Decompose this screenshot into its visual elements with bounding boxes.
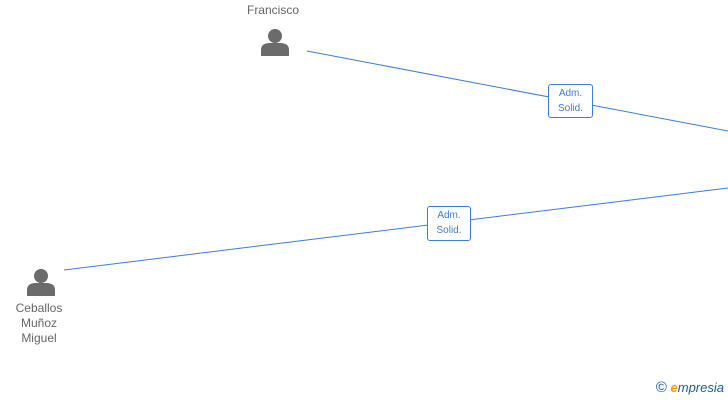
empresia-watermark: © empresia	[656, 379, 724, 396]
copyright-icon: ©	[655, 379, 667, 396]
person-name-line: Muñoz	[20, 316, 58, 330]
person-name-ceballos[interactable]: Ceballos Muñoz Miguel	[0, 301, 78, 346]
relation-label-francisco[interactable]: Adm. Solid.	[548, 84, 593, 118]
person-name-line: Ceballos	[15, 301, 63, 315]
relation-label-line: Solid.	[436, 225, 462, 236]
relation-label-line: Adm.	[437, 210, 461, 221]
person-name-line: Francisco	[246, 3, 299, 17]
relation-label-line: Adm.	[558, 88, 583, 99]
person-name-francisco[interactable]: Francisco	[232, 3, 314, 18]
relation-line-francisco	[306, 50, 728, 132]
relation-line-ceballos	[63, 187, 728, 271]
brand-name: mpresia	[677, 380, 724, 395]
person-name-line: Miguel	[21, 331, 57, 345]
relation-label-line: Solid.	[557, 103, 583, 114]
person-icon[interactable]	[27, 269, 55, 296]
person-icon[interactable]	[261, 29, 289, 56]
brand-initial: e	[670, 380, 678, 395]
relation-label-ceballos[interactable]: Adm. Solid.	[427, 206, 471, 241]
